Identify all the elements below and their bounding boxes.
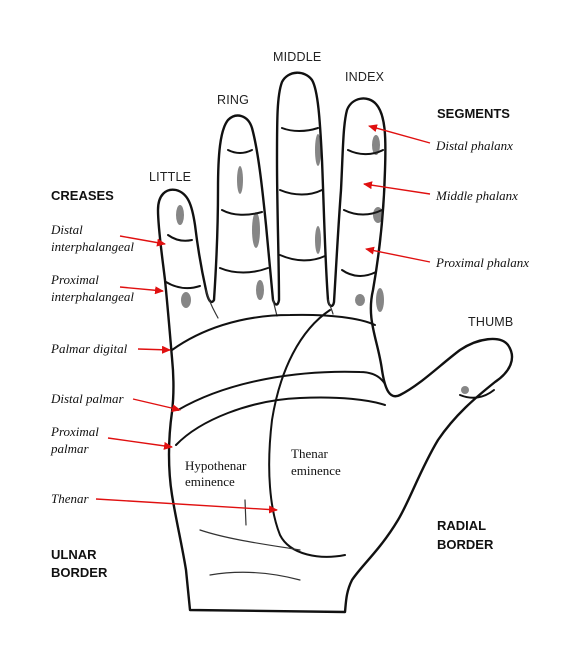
arrow-distal-interphalangeal xyxy=(119,235,166,247)
crease-proximal-interphalangeal-2: interphalangeal xyxy=(51,289,134,304)
crease-proximal-interphalangeal-1: Proximal xyxy=(50,272,99,287)
arrow-distal-phalanx xyxy=(368,124,431,144)
finger-label-middle: MIDDLE xyxy=(273,50,321,64)
hand-outline xyxy=(156,71,514,614)
finger-label-little: LITTLE xyxy=(149,170,191,184)
region-thenar-2: eminence xyxy=(291,463,341,478)
segment-distal-phalanx: Distal phalanx xyxy=(435,138,513,153)
arrow-distal-palmar xyxy=(132,398,181,413)
crease-proximal-palmar-1: Proximal xyxy=(50,424,99,439)
segment-proximal-phalanx: Proximal phalanx xyxy=(435,255,529,270)
crease-palmar-digital: Palmar digital xyxy=(50,341,128,356)
heading-radial-border-1: RADIAL xyxy=(437,518,486,533)
crease-thenar: Thenar xyxy=(51,491,90,506)
region-hypothenar-1: Hypothenar xyxy=(185,458,247,473)
arrow-proximal-interphalangeal xyxy=(119,286,164,295)
arrow-proximal-phalanx xyxy=(365,246,431,263)
heading-ulnar-border-1: ULNAR xyxy=(51,547,97,562)
arrow-thenar xyxy=(95,498,278,514)
finger-label-index: INDEX xyxy=(345,70,385,84)
arrow-middle-phalanx xyxy=(363,181,431,195)
crease-distal-interphalangeal-1: Distal xyxy=(50,222,83,237)
crease-distal-interphalangeal-2: interphalangeal xyxy=(51,239,134,254)
region-hypothenar-2: eminence xyxy=(185,474,235,489)
arrow-proximal-palmar xyxy=(107,437,173,450)
finger-label-thumb: THUMB xyxy=(468,315,513,329)
heading-creases: CREASES xyxy=(51,188,114,203)
heading-ulnar-border-2: BORDER xyxy=(51,565,108,580)
region-thenar-1: Thenar xyxy=(291,446,328,461)
heading-radial-border-2: BORDER xyxy=(437,537,494,552)
crease-distal-palmar: Distal palmar xyxy=(50,391,125,406)
arrow-palmar-digital xyxy=(137,345,171,354)
segment-middle-phalanx: Middle phalanx xyxy=(435,188,518,203)
crease-proximal-palmar-2: palmar xyxy=(50,441,90,456)
heading-segments: SEGMENTS xyxy=(437,106,510,121)
finger-label-ring: RING xyxy=(217,93,249,107)
